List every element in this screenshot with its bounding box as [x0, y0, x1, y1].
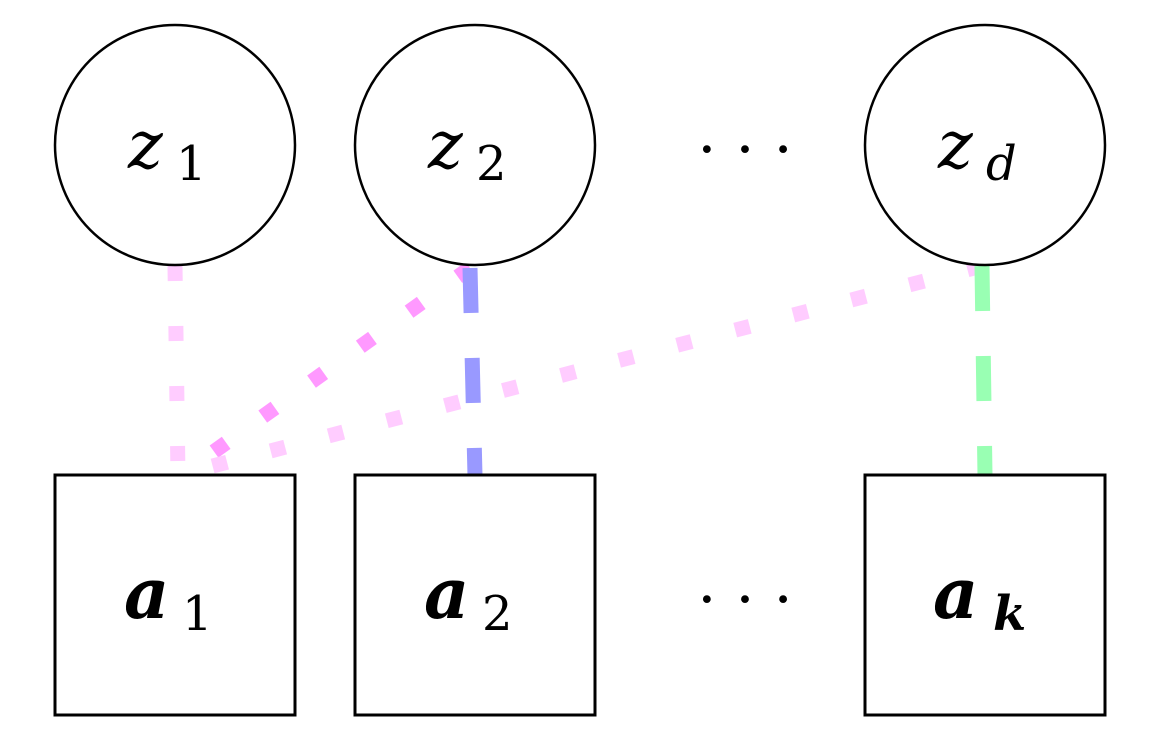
node-label-base: a — [124, 552, 169, 635]
latent-ellipsis: · · · — [697, 115, 792, 185]
edge-zd-a1 — [203, 258, 984, 476]
node-label-base: a — [933, 552, 978, 635]
latent-node-zd: z d — [863, 23, 1107, 267]
observed-node-a2: a 2 — [353, 473, 597, 717]
node-label-subscript: d — [986, 136, 1017, 192]
latent-node-z1: z 1 — [53, 23, 297, 267]
edges-layer — [167, 258, 993, 477]
node-label-subscript: 1 — [176, 136, 207, 192]
node-label-base: z — [127, 107, 164, 184]
node-label-subscript: 1 — [182, 586, 213, 642]
node-label-base: z — [937, 107, 974, 184]
edge-z2-a2 — [462, 267, 483, 477]
node-label-base: z — [427, 107, 464, 184]
observed-ellipsis: · · · — [697, 565, 792, 635]
edge-zd-ak — [974, 265, 993, 477]
node-label-base: a — [424, 552, 469, 635]
edge-z1-a1 — [167, 265, 186, 477]
node-label-subscript: k — [993, 586, 1026, 642]
observed-node-a1: a 1 — [53, 473, 297, 717]
latent-node-z2: z 2 — [353, 23, 597, 267]
node-label-subscript: 2 — [482, 586, 513, 642]
observed-node-ak: a k — [863, 473, 1107, 717]
node-label-subscript: 2 — [476, 136, 507, 192]
